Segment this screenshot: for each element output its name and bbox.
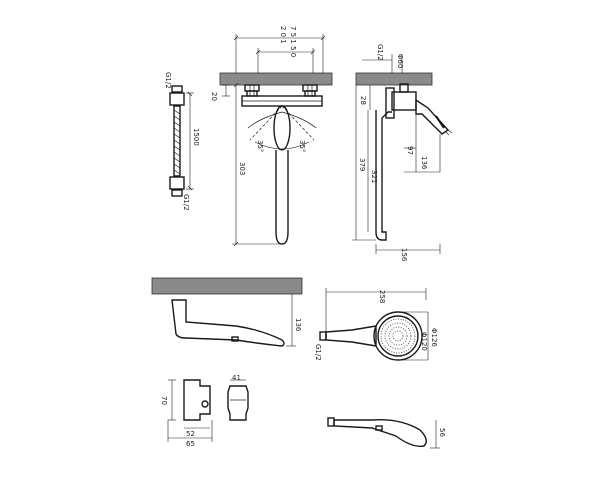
hose-bottom-cone (169, 176, 185, 190)
angle-left-label: 35° (256, 140, 264, 152)
hose-top-nut (171, 85, 183, 93)
shower-handle (325, 325, 377, 347)
head-dia-126-label: Φ126 (430, 328, 438, 347)
side-lever (415, 98, 450, 135)
shower-profile-view: 56 (327, 417, 446, 449)
side-body (391, 91, 417, 111)
mixer-side-view: G1/2 Φ60 28 379 321 97 136 156 (352, 44, 453, 262)
shower-profile (333, 419, 427, 447)
side-136-label: 136 (420, 156, 428, 170)
eccentric-right (302, 84, 318, 92)
side-wall (355, 72, 433, 86)
side-28-label: 28 (359, 96, 367, 105)
holder-70-label: 70 (160, 396, 168, 405)
hose-body (173, 105, 181, 177)
eccentric-left (244, 84, 260, 92)
head-dia-120-label: Φ120 (420, 332, 428, 351)
front-height-label: 303 (238, 162, 246, 175)
holder-52-label: 52 (186, 430, 195, 438)
head-258-label: 258 (378, 290, 386, 303)
head-thread-label: G1/2 (314, 344, 322, 361)
spout-detail: 136 (151, 277, 303, 347)
hose-length-label: 1500 (192, 128, 200, 146)
holder-65-label: 65 (186, 440, 195, 448)
spout-136-label: 136 (294, 318, 302, 332)
side-thread-label: G1/2 (376, 44, 384, 61)
hose-top-cone (169, 92, 185, 106)
holder-front (183, 379, 211, 421)
side-156-label: 156 (400, 248, 408, 262)
side-dia-label: Φ60 (396, 54, 404, 68)
lever-handle (273, 105, 291, 151)
spout-wall (151, 277, 303, 295)
wall-holder-view: 70 52 65 41 (160, 374, 249, 448)
spout-front (275, 150, 289, 245)
side-97-label: 97 (406, 146, 414, 155)
front-depth-label: 20 (210, 92, 218, 101)
side-321-label: 321 (370, 170, 378, 183)
holder-side (227, 385, 249, 421)
shower-head-inner (377, 315, 419, 357)
hose-thread-top-label: G1/2 (164, 72, 172, 89)
front-dim-inner-label: 7 5 1 5 0 (289, 26, 297, 57)
hand-shower-view: 258 Φ126 Φ120 G1/2 (314, 288, 438, 361)
shower-hose-view: G1/2 1500 G1/2 (164, 72, 200, 211)
spout-side (375, 110, 392, 241)
front-wall (219, 72, 333, 86)
angle-right-label: 35° (298, 140, 306, 152)
hose-thread-bottom-label: G1/2 (182, 194, 190, 211)
holder-41-label: 41 (232, 374, 241, 382)
side-379-label: 379 (358, 158, 366, 171)
spout-profile (171, 299, 285, 347)
front-dim-outer-label: 2 0 1 (279, 26, 287, 44)
hose-bottom-nut (171, 189, 183, 197)
mixer-front-view: 2 0 1 7 5 1 5 0 20 35° 35° 303 (210, 26, 333, 247)
profile-56-label: 56 (438, 428, 446, 437)
